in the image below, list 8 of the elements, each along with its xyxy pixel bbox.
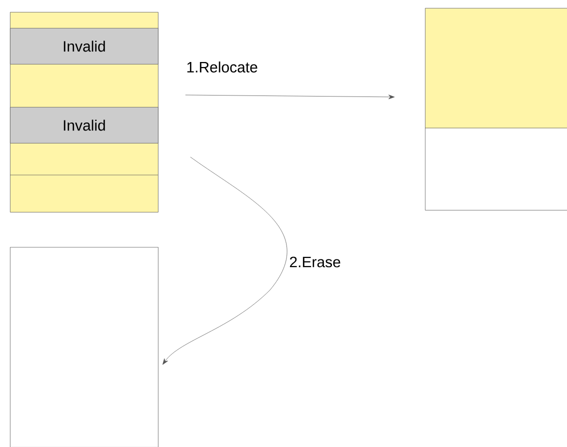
invalid-block: Invalid — [10, 28, 158, 64]
invalid-block: Invalid — [10, 107, 158, 144]
edge-label: 1.Relocate — [185, 60, 259, 74]
arrow — [162, 156, 288, 365]
memory-block — [10, 247, 158, 447]
arrow — [185, 94, 395, 100]
edge-label: 2.Erase — [288, 256, 342, 268]
memory-block — [425, 8, 567, 210]
